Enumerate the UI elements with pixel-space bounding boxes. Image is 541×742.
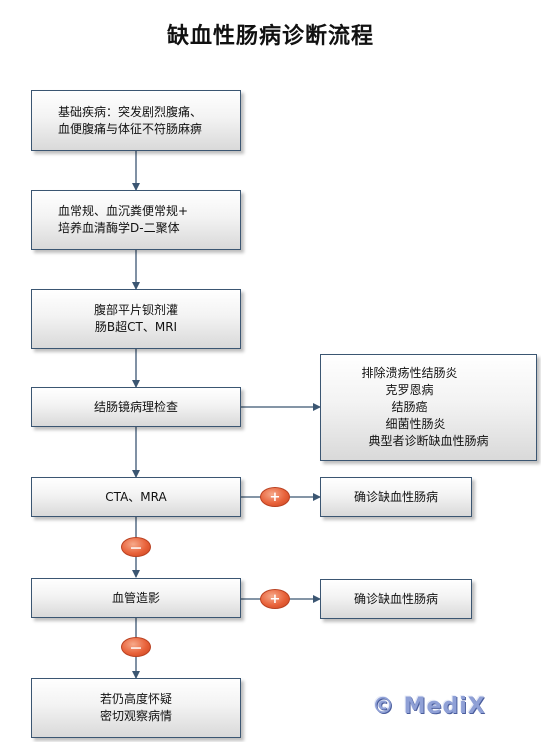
observe-box: 若仍高度怀疑 密切观察病情: [31, 678, 241, 738]
observe-line-1: 若仍高度怀疑: [99, 692, 172, 706]
imaging-box: 腹部平片钡剂灌 肠B超CT、MRI: [31, 289, 241, 349]
exclude-line-3: 结肠癌: [391, 400, 428, 414]
lab-tests-box: 血常规、血沉粪便常规+ 培养血清酶学D-二聚体: [31, 190, 241, 250]
exclude-line-1: 排除溃疡性结肠炎: [361, 366, 458, 380]
colonoscopy-label: 结肠镜病理检查: [93, 399, 178, 414]
angiography-box: 血管造影: [31, 578, 241, 618]
confirm-box-2: 确诊缺血性肠病: [320, 579, 472, 619]
basic-disease-line-2: 血便腹痛与体征不符肠麻痹: [58, 121, 203, 136]
angiography-label: 血管造影: [111, 590, 160, 605]
cta-mra-label: CTA、MRA: [105, 489, 167, 504]
positive-badge-1: +: [260, 487, 290, 507]
exclude-line-2: 克罗恩病: [385, 383, 434, 397]
imaging-line-2: 肠B超CT、MRI: [94, 320, 178, 334]
confirm-box-1: 确诊缺血性肠病: [320, 477, 472, 517]
lab-tests-line-2: 培养血清酶学D-二聚体: [58, 221, 180, 235]
medix-watermark: © MediX: [372, 694, 486, 719]
cta-mra-box: CTA、MRA: [31, 477, 241, 517]
basic-disease-box: 基础疾病：突发剧烈腹痛、 血便腹痛与体征不符肠麻痹: [31, 90, 241, 151]
exclude-line-5: 典型者诊断缺血性肠病: [368, 434, 489, 448]
confirm-label-1: 确诊缺血性肠病: [353, 489, 438, 504]
confirm-label-2: 确诊缺血性肠病: [353, 591, 438, 606]
diagram-title: 缺血性肠病诊断流程: [166, 23, 374, 49]
imaging-line-1: 腹部平片钡剂灌: [93, 303, 178, 317]
basic-disease-line-1: 基础疾病：突发剧烈腹痛、: [58, 104, 203, 119]
observe-line-2: 密切观察病情: [99, 709, 172, 723]
colonoscopy-box: 结肠镜病理检查: [31, 387, 241, 427]
exclude-diagnoses-box: 排除溃疡性结肠炎 克罗恩病 结肠癌 细菌性肠炎 典型者诊断缺血性肠病: [320, 354, 537, 461]
lab-tests-line-1: 血常规、血沉粪便常规+: [58, 204, 189, 218]
positive-badge-2: +: [260, 589, 290, 609]
negative-badge-1: －: [121, 537, 151, 557]
negative-badge-2: －: [121, 637, 151, 657]
exclude-line-4: 细菌性肠炎: [385, 417, 446, 431]
